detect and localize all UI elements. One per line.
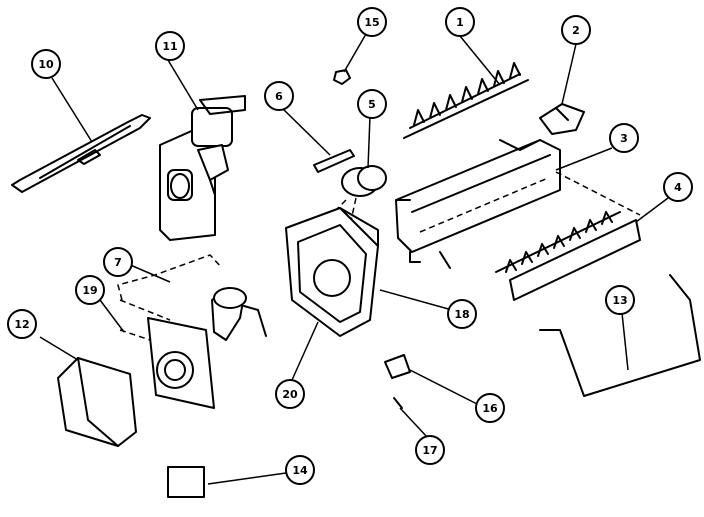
callout-2: 2: [561, 15, 591, 45]
callout-10: 10: [31, 49, 61, 79]
leader-lines: [39, 33, 677, 485]
svg-text:6: 6: [275, 90, 283, 103]
part-motor-plate: [119, 317, 215, 409]
svg-text:1: 1: [456, 16, 464, 29]
part-6-shim: [313, 149, 355, 173]
svg-text:5: 5: [368, 98, 376, 111]
callout-6: 6: [264, 81, 294, 111]
callout-18: 18: [447, 299, 477, 329]
part-12-cover: [57, 357, 137, 447]
svg-text:12: 12: [14, 318, 29, 331]
svg-text:13: 13: [612, 294, 627, 307]
part-3-ice-mold: [395, 139, 561, 269]
part-20-cam: [211, 287, 267, 341]
part-17-screw: [393, 397, 403, 409]
svg-text:14: 14: [292, 464, 308, 477]
callout-1: 1: [445, 7, 475, 37]
svg-text:10: 10: [38, 58, 54, 71]
part-14-label: [167, 466, 205, 498]
svg-text:3: 3: [620, 132, 628, 145]
callout-11: 11: [155, 31, 185, 61]
callout-12: 12: [7, 309, 37, 339]
part-13-feeler-arm: [539, 274, 701, 397]
part-7-wire: [117, 254, 223, 321]
svg-text:11: 11: [162, 40, 177, 53]
callout-5: 5: [357, 89, 387, 119]
svg-text:17: 17: [422, 444, 437, 457]
part-11-water-valve: [159, 95, 246, 241]
svg-text:2: 2: [572, 24, 580, 37]
svg-text:16: 16: [482, 402, 498, 415]
svg-text:19: 19: [82, 284, 97, 297]
svg-text:15: 15: [364, 16, 379, 29]
callout-7: 7: [103, 247, 133, 277]
part-4-bracket: [495, 171, 641, 301]
part-18-housing: [285, 207, 379, 337]
callout-3: 3: [609, 123, 639, 153]
part-1-ejector: [403, 62, 529, 139]
part-16-bracket: [384, 354, 411, 379]
callout-17: 17: [415, 435, 445, 465]
callout-16: 16: [475, 393, 505, 423]
svg-text:18: 18: [454, 308, 469, 321]
part-15-clip: [333, 69, 351, 85]
callout-20: 20: [275, 379, 305, 409]
part-2-stripper: [539, 103, 585, 135]
svg-text:7: 7: [114, 256, 122, 269]
callout-19: 19: [75, 275, 105, 305]
svg-text:20: 20: [282, 388, 298, 401]
svg-text:4: 4: [674, 181, 682, 194]
part-10-wire-harness: [11, 114, 151, 193]
callout-14: 14: [285, 455, 315, 485]
callout-13: 13: [605, 285, 635, 315]
callout-15: 15: [357, 7, 387, 37]
callout-4: 4: [663, 172, 693, 202]
